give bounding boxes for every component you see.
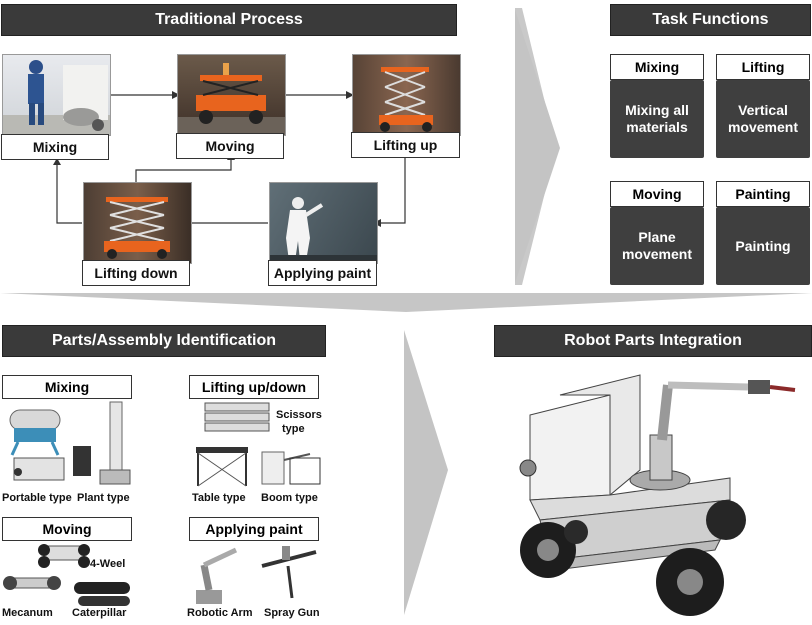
caption-plant-type: Plant type: [77, 492, 130, 504]
caption-robotic-arm: Robotic Arm: [187, 607, 253, 619]
mecanum-icon: [3, 576, 61, 590]
caption-boom-type: Boom type: [261, 492, 318, 504]
step-moving: Moving: [176, 133, 284, 159]
task-painting-title: Painting: [716, 181, 810, 207]
traditional-process-header: Traditional Process: [1, 4, 457, 36]
step-lifting-up: Lifting up: [351, 132, 460, 158]
parts-lifting-title: Lifting up/down: [189, 375, 319, 399]
task-moving-title: Moving: [610, 181, 704, 207]
applying-paint-photo: [269, 182, 378, 264]
caption-table-type: Table type: [192, 492, 246, 504]
caption-portable-type: Portable type: [2, 492, 72, 504]
caption-mecanum: Mecanum: [2, 607, 53, 619]
lifting-up-photo: [352, 54, 461, 136]
caption-scissors: Scissors: [276, 409, 322, 421]
lifting-down-photo: [83, 182, 192, 264]
task-painting-body: Painting: [716, 207, 810, 285]
caterpillar-icon: [74, 582, 130, 606]
caption-scissors-type: type: [282, 423, 305, 435]
task-lifting-title: Lifting: [716, 54, 810, 80]
caption-caterpillar: Caterpillar: [72, 607, 127, 619]
integrated-robot-illustration: [519, 374, 796, 616]
task-mixing-title: Mixing: [610, 54, 704, 80]
scissors-lift-icon: [204, 402, 270, 432]
mixing-photo: [2, 54, 111, 136]
big-arrow-right-bottom: [404, 330, 448, 615]
parts-identification-header: Parts/Assembly Identification: [2, 325, 326, 357]
portable-mixer-icon: [13, 457, 65, 481]
step-applying-paint: Applying paint: [268, 260, 377, 286]
robotic-arm-icon: [196, 547, 238, 604]
plant-type-icon: [73, 401, 131, 485]
spray-gun-icon: [261, 546, 317, 599]
plant-mixer-icon: [9, 409, 61, 456]
parts-mixing-title: Mixing: [2, 375, 132, 399]
four-wheel-icon: [38, 544, 90, 568]
parts-moving-title: Moving: [2, 517, 132, 541]
boom-lift-icon: [261, 451, 321, 485]
caption-4-weel: 4-Weel: [90, 558, 126, 570]
step-lifting-down: Lifting down: [82, 260, 190, 286]
robot-integration-header: Robot Parts Integration: [494, 325, 812, 357]
process-arrows: [56, 94, 406, 224]
step-mixing: Mixing: [1, 134, 109, 160]
big-arrow-down-middle: [0, 293, 812, 312]
parts-paint-title: Applying paint: [189, 517, 319, 541]
task-functions-header: Task Functions: [610, 4, 811, 36]
table-lift-icon: [196, 447, 248, 487]
caption-spray-gun: Spray Gun: [264, 607, 320, 619]
